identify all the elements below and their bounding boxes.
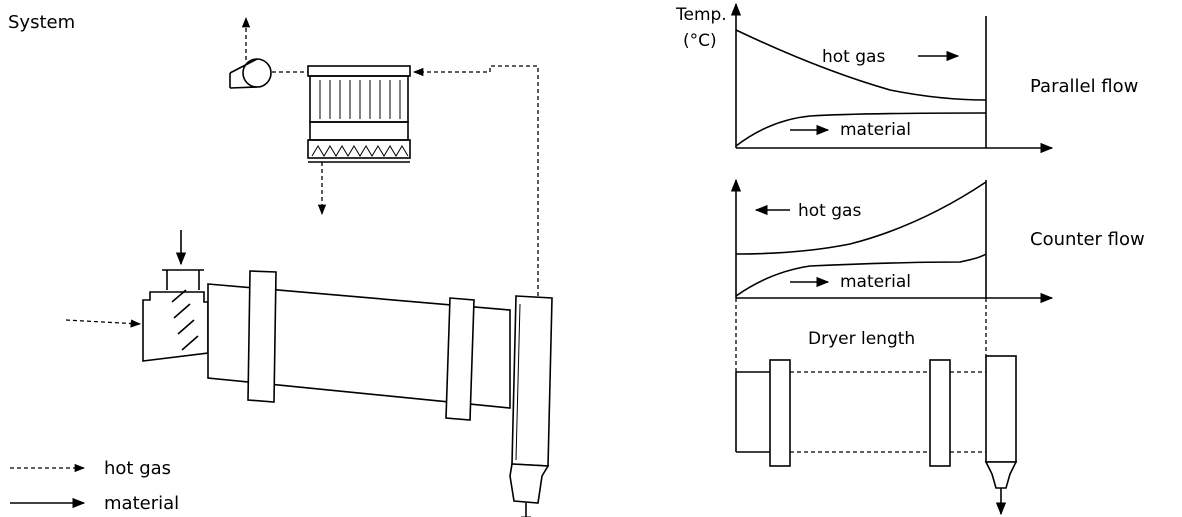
counter-hot-gas-curve — [735, 181, 987, 255]
feed-chute — [162, 230, 204, 290]
counter-hot-gas-label: hot gas — [798, 201, 861, 221]
counter-material-curve — [735, 253, 987, 297]
parallel-hot-gas-curve — [735, 29, 987, 101]
dust-collector — [272, 65, 411, 216]
temp-axis-title: Temp. — [675, 5, 727, 25]
counter-material-label: material — [840, 272, 911, 292]
parallel-flow-plot: hot gas material — [730, 2, 1054, 154]
exhaust-fan — [229, 16, 272, 89]
feed-box — [65, 289, 209, 362]
legend-hot-gas-label: hot gas — [104, 458, 171, 479]
dryer-side-view — [735, 355, 1018, 516]
parallel-flow-label: Parallel flow — [1030, 76, 1138, 97]
counter-flow-label: Counter flow — [1030, 229, 1145, 250]
temp-axis-unit: (°C) — [683, 31, 717, 51]
parallel-material-label: material — [840, 120, 911, 140]
dryer-length-label: Dryer length — [808, 329, 915, 349]
hot-gas-duct — [412, 65, 539, 296]
counter-flow-plot: hot gas material — [730, 178, 1054, 304]
legend: hot gas material — [10, 458, 179, 514]
parallel-hot-gas-label: hot gas — [822, 47, 885, 67]
system-title: System — [8, 12, 75, 33]
legend-material-label: material — [104, 493, 179, 514]
parallel-material-curve — [735, 112, 987, 147]
rotary-drum — [207, 270, 553, 517]
